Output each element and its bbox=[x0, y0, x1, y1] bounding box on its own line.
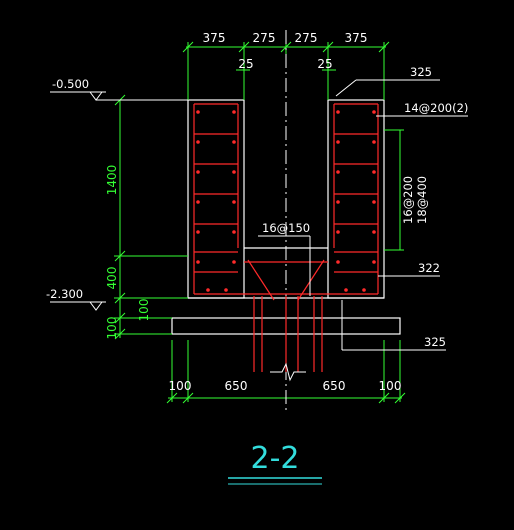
dim-inner-right: 25 bbox=[317, 57, 332, 71]
dim-inner-left: 25 bbox=[238, 57, 253, 71]
left-wall bbox=[187, 99, 245, 299]
dim-bottom-4: 100 bbox=[379, 379, 402, 393]
dim-left-3: 100 bbox=[137, 299, 151, 322]
section-title: 2-2 bbox=[251, 441, 300, 476]
dim-bottom-3: 650 bbox=[323, 379, 346, 393]
label-top-right: 325 bbox=[410, 65, 432, 79]
dim-top-3: 275 bbox=[295, 31, 318, 45]
dim-left-2: 400 bbox=[105, 267, 119, 290]
rebar-dots bbox=[196, 110, 376, 292]
rebar bbox=[193, 103, 379, 372]
label-stirrup: 14@200(2) bbox=[404, 101, 468, 115]
dim-top-4: 375 bbox=[345, 31, 368, 45]
dim-top-1: 375 bbox=[203, 31, 226, 45]
dim-bottom-1: 100 bbox=[169, 379, 192, 393]
dimension-lines bbox=[114, 41, 406, 404]
label-side-2: 18@400 bbox=[415, 176, 429, 224]
level-top: -0.500 bbox=[52, 77, 89, 91]
level-bottom: -2.300 bbox=[46, 287, 83, 301]
label-lower: 322 bbox=[418, 261, 440, 275]
label-side-1: 16@200 bbox=[401, 176, 415, 224]
dim-left-4: 100 bbox=[105, 317, 119, 340]
dim-left-1: 1400 bbox=[105, 165, 119, 196]
dim-bottom-2: 650 bbox=[225, 379, 248, 393]
leader-lines bbox=[50, 79, 468, 382]
dim-top-2: 275 bbox=[253, 31, 276, 45]
label-middle: 16@150 bbox=[262, 221, 310, 235]
right-wall bbox=[327, 99, 385, 299]
label-bottom: 325 bbox=[424, 335, 446, 349]
